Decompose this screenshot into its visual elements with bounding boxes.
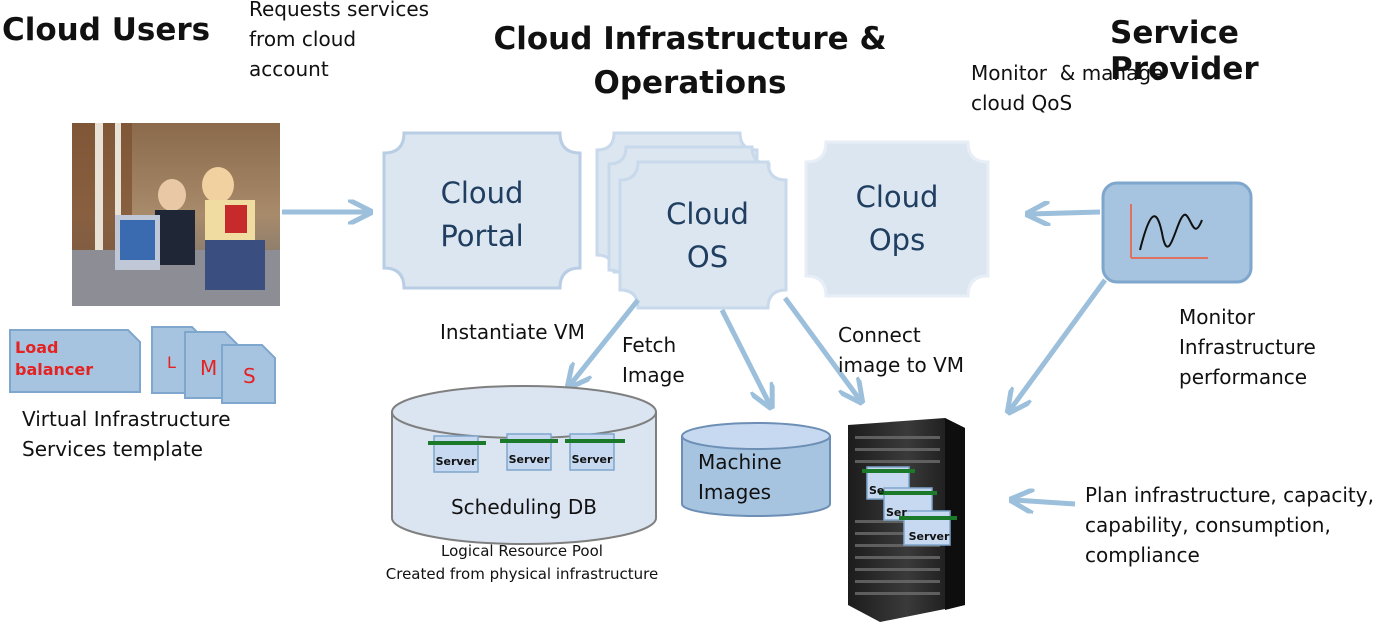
load-balancer-label: Load balancer — [15, 337, 93, 381]
machine-images-cylinder — [681, 422, 831, 517]
cloud-infrastructure-heading-line1: Cloud Infrastructure & — [493, 21, 887, 57]
cloud-os-label-line2: OS — [686, 240, 729, 274]
resource-pool-line2: Created from physical infrastructure — [385, 565, 659, 583]
rack-server-2-label: Ser — [886, 506, 907, 519]
size-card-s-label: S — [243, 364, 256, 388]
machine-images-label-line1: Machine — [698, 450, 782, 474]
size-card-l-label: L — [167, 353, 176, 372]
service-provider-heading: Service Provider — [1110, 15, 1259, 87]
rack-server-3-label: Server — [908, 530, 950, 543]
load-balancer-label-line1: Load — [15, 338, 59, 357]
connect-image-note: Connect image to VM — [838, 320, 964, 380]
cloud-os-box — [618, 160, 788, 310]
instantiate-vm-note: Instantiate VM — [440, 320, 585, 344]
cloud-os-label: Cloud OS — [620, 193, 795, 279]
monitor-infrastructure-line1: Monitor — [1179, 305, 1256, 329]
cloud-portal-label-line1: Cloud — [440, 176, 524, 210]
monitor-infrastructure-line2: Infrastructure — [1179, 335, 1316, 359]
rack-server-1-label: Se — [869, 484, 885, 497]
cloud-ops-box — [804, 140, 990, 298]
arrow-os-to-machine-images — [719, 308, 770, 405]
cloud-os-label-line1: Cloud — [666, 197, 749, 231]
db-server-1 — [428, 435, 486, 473]
waveform-monitor-icon — [1101, 181, 1253, 284]
arrow-os-to-scheduling-db — [570, 298, 640, 385]
arrow-os-to-rack — [782, 296, 860, 400]
arrow-plan-to-rack — [1014, 500, 1076, 504]
cloud-infrastructure-heading: Cloud Infrastructure & Operations — [480, 17, 900, 105]
plan-infrastructure-line1: Plan infrastructure, capacity, — [1085, 483, 1374, 507]
plan-infrastructure-line3: compliance — [1085, 543, 1200, 567]
template-note-line1: Virtual Infrastructure — [22, 407, 231, 431]
cloud-portal-label: Cloud Portal — [384, 172, 580, 258]
arrow-monitor-to-ops — [1030, 212, 1101, 214]
monitor-qos-note: Monitor & manage cloud QoS — [971, 58, 1163, 118]
template-note-line2: Services template — [22, 437, 203, 461]
db-server-3-label: Server — [571, 453, 613, 466]
template-note: Virtual Infrastructure Services template — [22, 404, 231, 464]
students-with-laptops-photo — [72, 123, 280, 306]
requests-services-line3: account — [249, 57, 329, 81]
scheduling-db-label: Scheduling DB — [450, 495, 597, 519]
requests-services-line1: Requests services — [249, 0, 430, 21]
connect-image-line2: image to VM — [838, 353, 965, 377]
plan-infrastructure-line2: capability, consumption, — [1085, 513, 1331, 537]
cloud-infrastructure-heading-line2: Operations — [593, 65, 787, 101]
db-server-2-label: Server — [508, 453, 550, 466]
resource-pool-note: Logical Resource Pool Created from physi… — [352, 540, 692, 586]
size-card-m-label: M — [200, 356, 218, 380]
cloud-ops-label-line1: Cloud — [855, 180, 939, 214]
load-balancer-card — [9, 329, 141, 393]
cloud-users-heading: Cloud Users — [2, 12, 211, 48]
load-balancer-label-line2: balancer — [15, 360, 94, 379]
monitor-infrastructure-line3: performance — [1179, 365, 1308, 389]
resource-pool-line1: Logical Resource Pool — [441, 542, 603, 560]
size-card-s — [221, 344, 276, 404]
machine-images-label-line2: Images — [698, 480, 772, 504]
monitor-qos-line1: Monitor & manage — [971, 61, 1164, 85]
db-server-2 — [500, 433, 558, 471]
monitor-qos-line2: cloud QoS — [971, 91, 1073, 115]
cloud-portal-box — [382, 131, 582, 290]
db-server-3 — [565, 433, 625, 471]
requests-services-note: Requests services from cloud account — [249, 0, 429, 84]
fetch-image-note: Fetch Image — [622, 330, 685, 390]
cloud-ops-label-line2: Ops — [868, 223, 926, 257]
arrow-monitor-to-rack — [1010, 278, 1108, 410]
cloud-ops-label: Cloud Ops — [806, 176, 988, 262]
db-server-1-label: Server — [435, 455, 477, 468]
connect-image-line1: Connect — [838, 323, 921, 347]
cloud-portal-label-line2: Portal — [440, 219, 524, 253]
plan-infrastructure-note: Plan infrastructure, capacity, capabilit… — [1085, 480, 1374, 570]
server-rack-icon — [848, 418, 965, 622]
fetch-image-line2: Image — [622, 363, 685, 387]
requests-services-line2: from cloud — [249, 27, 357, 51]
monitor-infrastructure-note: Monitor Infrastructure performance — [1179, 302, 1316, 392]
machine-images-label: Machine Images — [698, 447, 782, 507]
fetch-image-line1: Fetch — [622, 333, 677, 357]
